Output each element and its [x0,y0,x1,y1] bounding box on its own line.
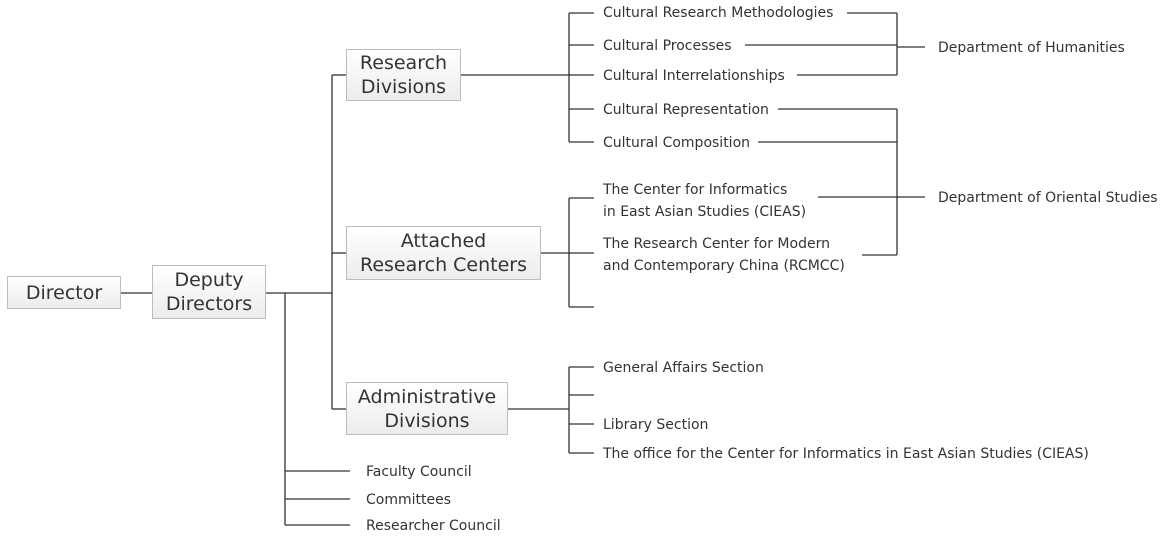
council-faculty: Faculty Council [366,464,472,480]
attached-research-centers-line-2: Research Centers [359,254,528,276]
center-cieas-line-1: The Center for Informatics [603,182,788,198]
research-item-representation: Cultural Representation [603,102,769,118]
research-divisions-box: Research Divisions [346,49,461,101]
director-label: Director [25,281,103,304]
center-rcmcc-line-2: and Contemporary China (RCMCC) [603,258,845,274]
admin-item-library: Library Section [603,417,709,433]
center-rcmcc-line-1: The Research Center for Modern [603,236,830,252]
council-researcher: Researcher Council [366,518,501,534]
deputy-directors-box: Deputy Directors [152,265,266,319]
admin-item-cieas-office: The office for the Center for Informatic… [603,446,1089,462]
research-item-composition: Cultural Composition [603,135,751,151]
deputy-directors-line-1: Deputy [174,269,244,291]
deputy-directors-line-2: Directors [165,293,253,315]
research-item-processes: Cultural Processes [603,38,732,54]
director-box: Director [7,276,121,309]
attached-research-centers-box: Attached Research Centers [346,226,541,280]
attached-research-centers-line-1: Attached [400,230,487,252]
council-committees: Committees [366,492,452,508]
administrative-divisions-box: Administrative Divisions [346,382,508,435]
research-item-methodologies: Cultural Research Methodologies [603,5,834,21]
research-item-interrelationships: Cultural Interrelationships [603,68,785,84]
research-divisions-line-1: Research [359,52,448,74]
administrative-divisions-line-1: Administrative [357,385,497,408]
research-divisions-line-2: Divisions [360,76,447,98]
department-oriental-studies: Department of Oriental Studies [938,190,1158,206]
department-humanities: Department of Humanities [938,40,1125,56]
administrative-divisions-line-2: Divisions [384,409,470,432]
center-cieas-line-2: in East Asian Studies (CIEAS) [603,204,807,220]
admin-item-general-affairs: General Affairs Section [603,360,764,376]
